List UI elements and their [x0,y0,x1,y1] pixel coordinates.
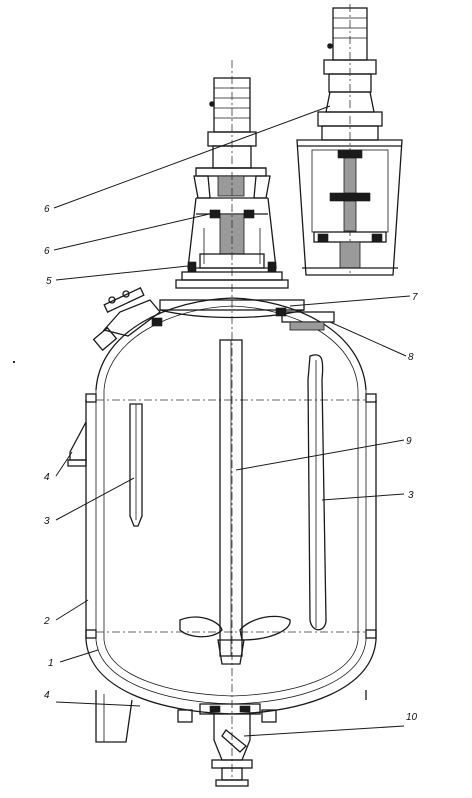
drive-detail-view [296,4,403,276]
callout-5: 5 [46,276,52,287]
callout-6-lower: 6 [44,246,50,257]
leader-lines [53,105,411,737]
callout-4-lower: 4 [44,690,50,701]
callout-8: 8 [408,352,414,363]
callout-3-right: 3 [408,490,414,501]
callout-2: 2 [43,616,50,627]
bottom-outlet [177,703,277,787]
callout-1: 1 [48,658,54,669]
vessel-body [67,390,377,743]
main-drive-assembly [175,60,289,780]
callout-6-upper: 6 [44,204,50,215]
vessel-head [92,287,367,391]
callout-labels: 6 6 5 7 8 9 4 3 3 2 1 4 10 [43,204,418,723]
callout-10: 10 [406,712,418,723]
callout-4-upper: 4 [44,472,50,483]
callout-9: 9 [406,436,412,447]
callout-3-left: 3 [44,516,50,527]
callout-7: 7 [412,292,418,303]
vessel-internals [129,339,327,665]
